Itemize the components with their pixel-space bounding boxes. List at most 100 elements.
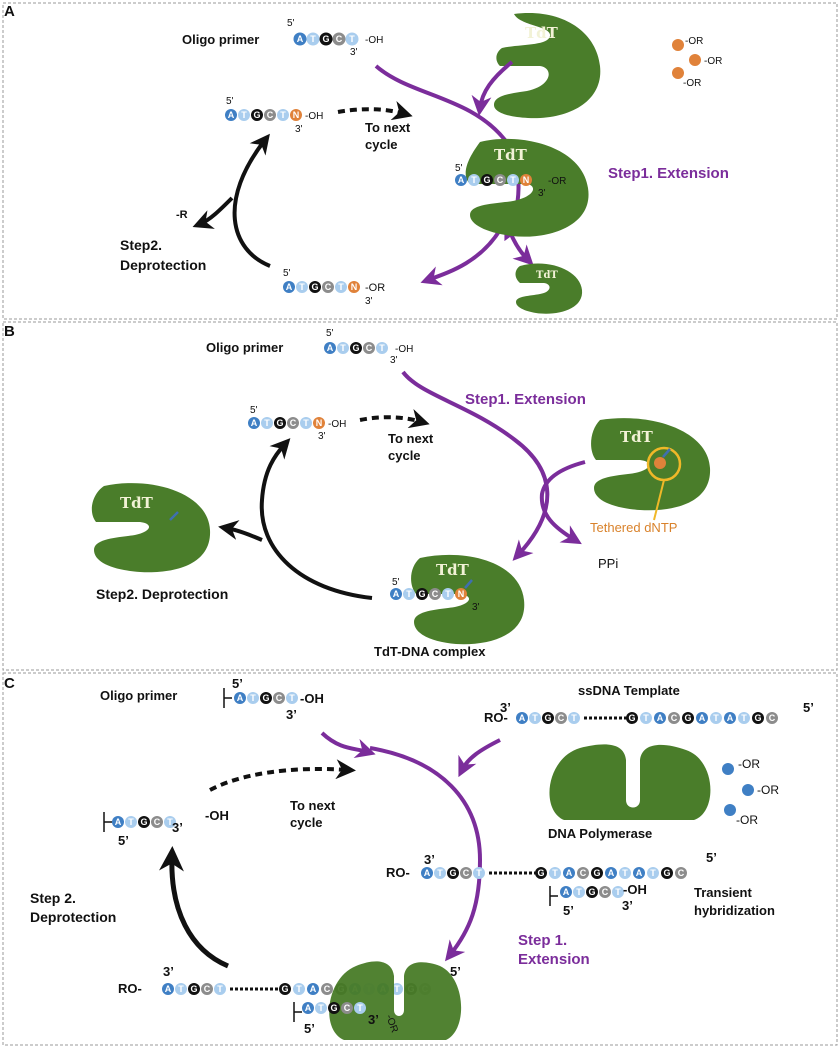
nucleotide-letter: C <box>602 887 609 897</box>
nucleotide-t <box>214 983 226 995</box>
nucleotide-g <box>535 867 547 879</box>
nucleotide-letter: N <box>351 282 358 292</box>
c-step2-line2: Deprotection <box>30 909 116 925</box>
nucleotide-a <box>234 692 246 704</box>
nucleotide-letter: C <box>580 868 587 878</box>
b-primer-3prime: 3' <box>390 355 398 366</box>
nucleotide-letter: T <box>643 713 649 723</box>
nucleotide-g <box>416 588 428 600</box>
svg-text:-OR: -OR <box>736 813 758 827</box>
nucleotide-letter: G <box>311 282 318 292</box>
b-dashed-arrow-next-cycle <box>359 408 430 429</box>
nucleotide-letter: A <box>566 868 573 878</box>
nucleotide-letter: T <box>318 1003 324 1013</box>
nucleotide-a <box>248 417 260 429</box>
to-next-line1: To next <box>365 120 411 135</box>
nucleotide-a <box>390 588 402 600</box>
panel-b-step2: Step2. Deprotection <box>96 586 228 602</box>
nucleotide-letter: C <box>678 868 685 878</box>
extended-3prime: 3' <box>295 124 303 135</box>
extended-5prime: 5' <box>226 96 234 107</box>
nucleotide-t <box>261 417 273 429</box>
c-bound-anchor <box>293 1002 302 1022</box>
svg-text:-OR: -OR <box>704 56 722 67</box>
nucleotide-letter: G <box>281 984 288 994</box>
enzyme-tdt-free <box>494 13 601 119</box>
nucleotide-g <box>138 816 150 828</box>
nucleotide-letter: T <box>394 984 400 994</box>
nucleotide-t <box>647 867 659 879</box>
panel-b-step1: Step1. Extension <box>465 391 586 408</box>
dashed-arrow-next-cycle <box>337 100 413 121</box>
nucleotide-letter: A <box>727 713 734 723</box>
nucleotide-a <box>225 109 237 121</box>
c-arrow-template-in <box>458 738 501 778</box>
nucleotide-letter: T <box>340 343 346 353</box>
nucleotide-letter: T <box>379 343 385 353</box>
nucleotide-g <box>586 886 598 898</box>
nucleotide-g <box>279 983 291 995</box>
nucleotide-letter: A <box>286 282 293 292</box>
b-tdt-label-tethered: TdT <box>620 428 654 446</box>
c-hyb-bound-5prime: 5’ <box>563 903 574 918</box>
nucleotide-a <box>307 983 319 995</box>
nucleotide-t <box>125 816 137 828</box>
nucleotide-c <box>429 588 441 600</box>
nucleotide-t <box>549 867 561 879</box>
nucleotide-g <box>328 1002 340 1014</box>
nucleotide-c <box>321 983 333 995</box>
nucleotide-letter: G <box>190 984 197 994</box>
nucleotide-t <box>306 32 320 46</box>
nucleotide-t <box>300 417 312 429</box>
nucleotide-g <box>542 712 554 724</box>
nucleotide-c <box>599 886 611 898</box>
b-extended-5prime: 5' <box>250 405 258 416</box>
nucleotide-letter: T <box>250 693 256 703</box>
b-complex-linker <box>464 579 473 589</box>
nucleotide-t <box>529 712 541 724</box>
nucleotide-g <box>274 417 286 429</box>
c-dashed-arrow-next-cycle <box>209 759 356 792</box>
enzyme-tdt-released-b <box>91 483 211 573</box>
nucleotide-letter: A <box>699 713 706 723</box>
nucleotide-letter: G <box>140 817 147 827</box>
free-nucleotide-2: -OR <box>689 54 722 67</box>
panel-b-oligo-label: Oligo primer <box>206 340 283 355</box>
b-to-next-line2: cycle <box>388 448 421 463</box>
panel-c-oligo-label: Oligo primer <box>100 688 177 703</box>
complex-or: -OR <box>548 176 566 187</box>
free-nucleotide-1: -OR <box>672 36 703 51</box>
panel-a-step2-line2: Deprotection <box>120 257 206 273</box>
nucleotide-t <box>710 712 722 724</box>
c-template-3prime: 3’ <box>500 700 511 715</box>
nucleotide-c <box>341 1002 353 1014</box>
nucleotide-letter: A <box>297 34 304 44</box>
tdt-label-free: TdT <box>525 24 559 42</box>
nucleotide-letter: T <box>128 817 134 827</box>
nucleotide-a <box>563 867 575 879</box>
nucleotide-t <box>247 692 259 704</box>
product-or: -OR <box>365 282 385 294</box>
nucleotide-letter: T <box>406 589 412 599</box>
tethered-nucleotide <box>654 457 666 469</box>
nucleotide-letter: T <box>303 418 309 428</box>
complex-3prime: 3' <box>538 188 546 199</box>
nucleotide-t <box>293 983 305 995</box>
b-complex-5prime: 5' <box>392 577 400 588</box>
b-tdt-label-complex: TdT <box>436 561 470 579</box>
nucleotide-n <box>455 588 467 600</box>
nucleotide-letter: T <box>437 868 443 878</box>
nucleotide-letter: T <box>349 34 355 44</box>
nucleotide-a <box>560 886 572 898</box>
nucleotide-c <box>264 109 276 121</box>
complex-label: TdT-DNA complex <box>374 644 486 659</box>
nucleotide-t <box>468 174 480 186</box>
c-bound-3prime: 3’ <box>163 964 174 979</box>
nucleotide-g <box>626 712 638 724</box>
